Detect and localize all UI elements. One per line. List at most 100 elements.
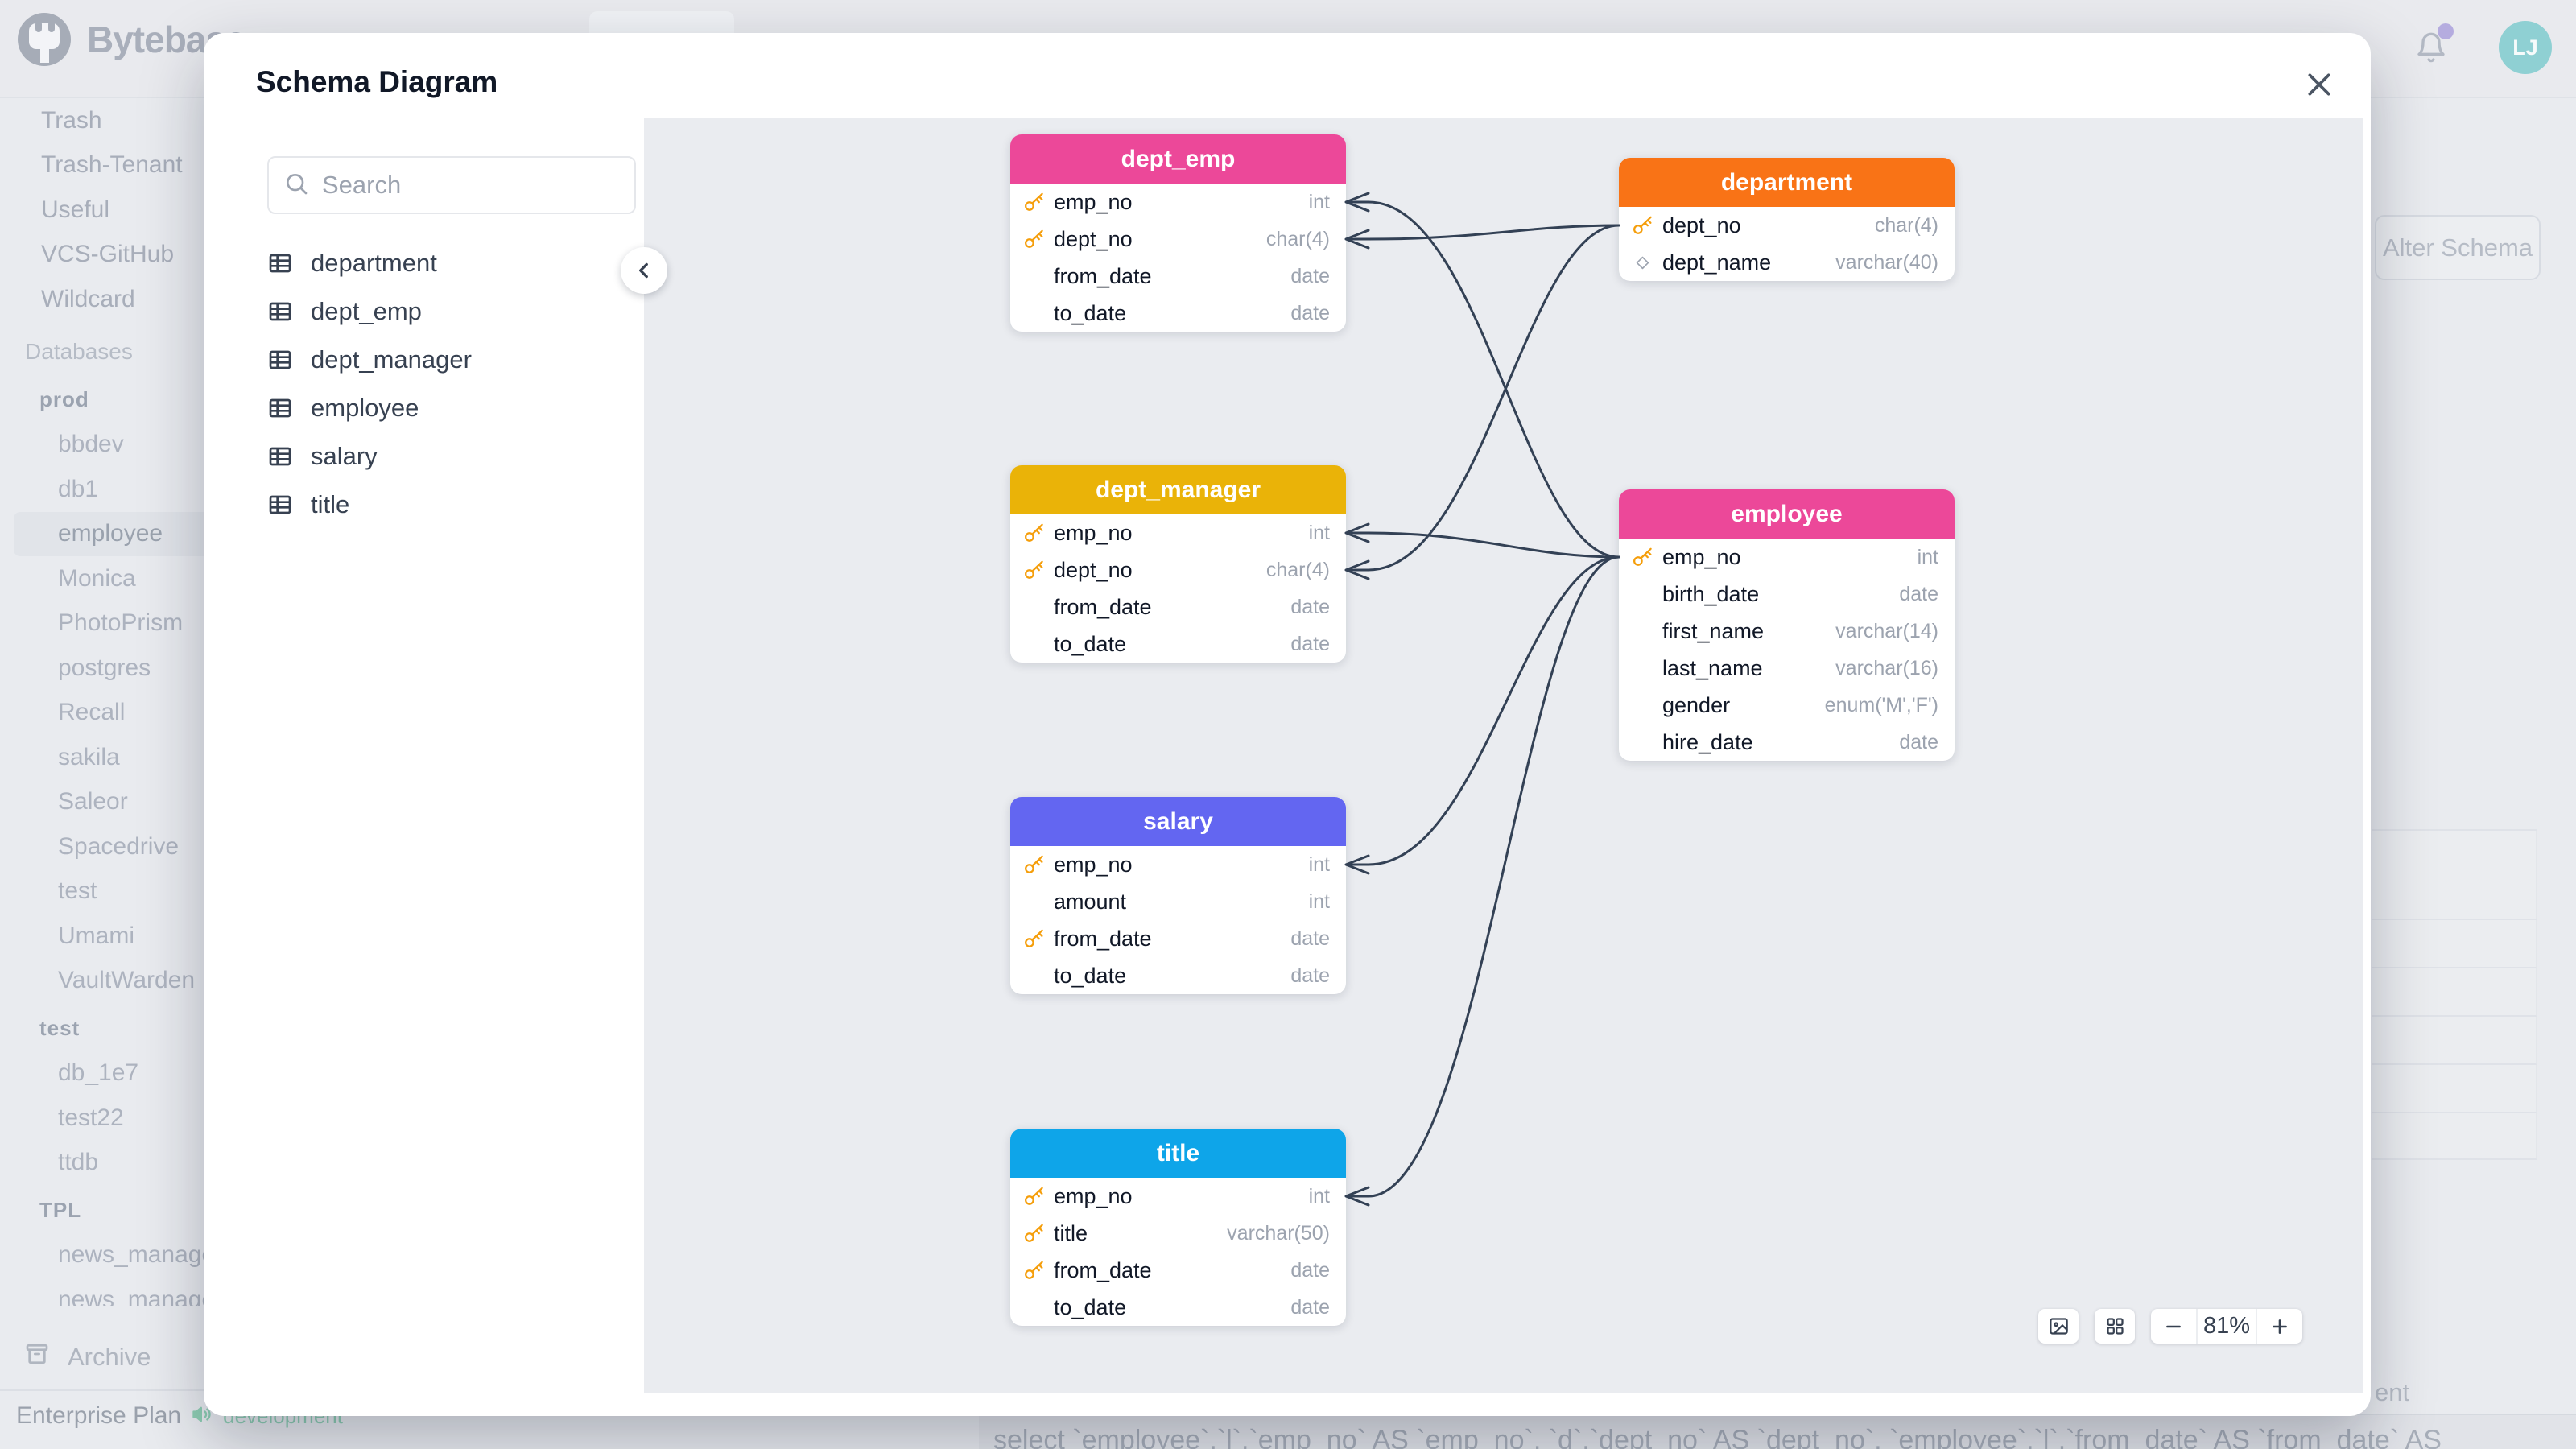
background-partial-text: ent	[2375, 1378, 2410, 1406]
sidebar-item-news_manage[interactable]: news_manage	[58, 1241, 204, 1269]
sidebar-section-prod: prod	[39, 387, 89, 412]
sidebar-footer-divider	[0, 1389, 204, 1391]
column-type: date	[1290, 595, 1330, 618]
zoom-control: 81%	[2151, 1309, 2302, 1344]
column-type: date	[1290, 964, 1330, 987]
column-name: gender	[1662, 692, 1731, 717]
column-type: date	[1290, 927, 1330, 950]
panel-table-salary[interactable]: salary	[267, 432, 636, 481]
sidebar-section-test: test	[39, 1016, 80, 1041]
table-icon	[269, 447, 291, 466]
relationship-lines	[1344, 192, 1620, 1207]
sidebar-item-db1[interactable]: db1	[58, 475, 99, 502]
column-name: amount	[1054, 889, 1127, 914]
panel-table-department[interactable]: department	[267, 239, 636, 287]
sidebar-item-ttdb[interactable]: ttdb	[58, 1149, 99, 1176]
column-type: varchar(50)	[1227, 1221, 1330, 1245]
column-type: date	[1899, 730, 1938, 753]
collapse-panel-button[interactable]	[621, 247, 667, 294]
column-name: emp_no	[1662, 544, 1741, 569]
panel-table-label: employee	[311, 394, 419, 422]
notifications-button[interactable]	[2415, 23, 2454, 64]
sidebar-item-VCS-GitHub[interactable]: VCS-GitHub	[41, 241, 175, 268]
sidebar-item-Spacedrive[interactable]: Spacedrive	[58, 832, 180, 860]
column-name: first_name	[1662, 618, 1765, 643]
table-icon	[269, 254, 291, 273]
sidebar-item-archive[interactable]: Archive	[0, 1333, 204, 1381]
schema-diagram-modal: Schema Diagram departmentdept_empdept_ma…	[204, 33, 2371, 1416]
sidebar-item-test[interactable]: test	[58, 877, 97, 905]
sidebar-item-Umami[interactable]: Umami	[58, 922, 134, 949]
column-type: char(4)	[1874, 213, 1938, 237]
panel-table-dept_manager[interactable]: dept_manager	[267, 336, 636, 384]
table-card-title: department	[1619, 158, 1955, 207]
bytebase-logo-icon	[18, 13, 71, 66]
panel-table-dept_emp[interactable]: dept_emp	[267, 287, 636, 336]
zoom-in-button[interactable]	[2257, 1309, 2302, 1344]
sidebar-item-PhotoPrism[interactable]: PhotoPrism	[58, 609, 184, 637]
column-name: dept_no	[1054, 226, 1133, 251]
column-name: emp_no	[1054, 520, 1133, 545]
column-type: varchar(40)	[1835, 250, 1938, 274]
column-name: to_date	[1054, 1294, 1127, 1319]
panel-table-title[interactable]: title	[267, 481, 636, 529]
sidebar-item-postgres[interactable]: postgres	[58, 654, 151, 681]
auto-layout-button[interactable]	[2095, 1309, 2135, 1344]
sidebar-item-Useful[interactable]: Useful	[41, 196, 110, 223]
primary-key-icon	[1025, 523, 1043, 542]
sidebar-item-Trash[interactable]: Trash	[41, 106, 102, 134]
panel-table-label: department	[311, 249, 437, 277]
close-icon[interactable]	[2301, 67, 2337, 102]
sidebar-item-news_manage[interactable]: news_manage	[58, 1286, 204, 1306]
primary-key-icon	[1633, 547, 1652, 566]
sidebar-item-Trash-Tenant[interactable]: Trash-Tenant	[41, 151, 183, 179]
column-row-dept_manager-emp_no: emp_no int	[1010, 514, 1346, 551]
panel-table-employee[interactable]: employee	[267, 384, 636, 432]
column-row-department-dept_no: dept_no char(4)	[1619, 207, 1955, 244]
search-icon	[283, 171, 309, 200]
sidebar-item-employee[interactable]: employee	[14, 511, 204, 556]
background-table-rows	[2372, 829, 2537, 1160]
sidebar-item-test22[interactable]: test22	[58, 1104, 124, 1131]
search-input[interactable]	[322, 171, 596, 200]
column-name: dept_no	[1662, 213, 1741, 237]
column-name: from_date	[1054, 1257, 1152, 1282]
column-type: int	[1308, 521, 1330, 544]
sidebar-item-sakila[interactable]: sakila	[58, 743, 120, 770]
sidebar-item-Recall[interactable]: Recall	[58, 699, 126, 726]
column-name: to_date	[1054, 963, 1127, 988]
speaker-icon	[191, 1403, 213, 1430]
sidebar-item-Wildcard[interactable]: Wildcard	[41, 285, 135, 312]
alter-schema-button[interactable]: Alter Schema	[2375, 215, 2541, 280]
primary-key-icon	[1633, 216, 1652, 234]
user-avatar[interactable]: LJ	[2499, 21, 2552, 74]
column-type: date	[1290, 301, 1330, 324]
sidebar-item-bbdev[interactable]: bbdev	[58, 431, 124, 458]
sidebar-item-db_1e7[interactable]: db_1e7	[58, 1059, 139, 1087]
sidebar-item-Monica[interactable]: Monica	[58, 564, 136, 592]
sidebar-item-VaultWarden[interactable]: VaultWarden	[58, 967, 196, 994]
sidebar-item-Saleor[interactable]: Saleor	[58, 788, 128, 815]
panel-table-label: salary	[311, 442, 378, 470]
export-image-button[interactable]	[2038, 1309, 2079, 1344]
zoom-out-button[interactable]	[2151, 1309, 2196, 1344]
column-name: dept_name	[1662, 250, 1772, 275]
table-card-department[interactable]: department dept_no char(4) dept_name varchar…	[1619, 158, 1955, 281]
